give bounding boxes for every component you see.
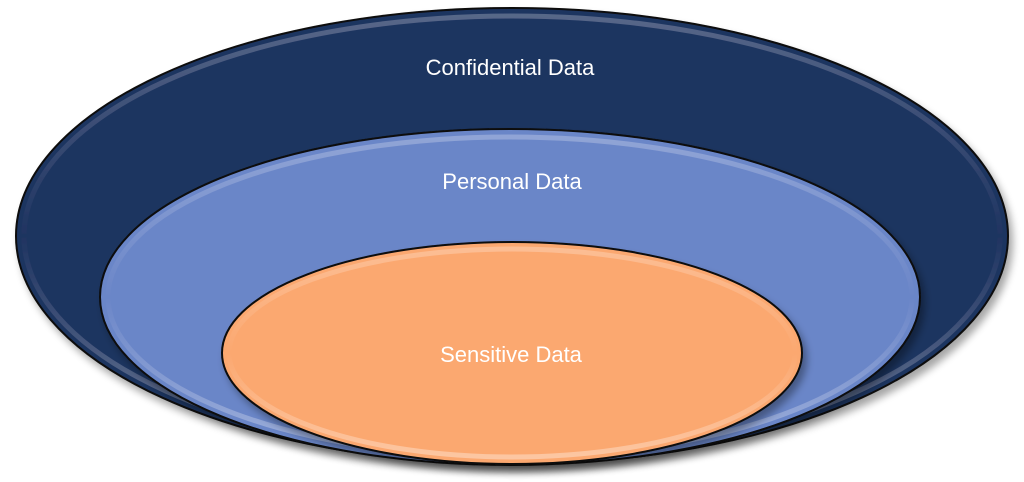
middle-layer-label: Personal Data <box>442 169 582 194</box>
inner-ellipse-highlight <box>226 246 798 460</box>
inner-layer-label: Sensitive Data <box>440 342 583 367</box>
inner-layer <box>221 241 803 465</box>
inner-ellipse <box>221 241 803 465</box>
outer-layer-label: Confidential Data <box>426 55 596 80</box>
